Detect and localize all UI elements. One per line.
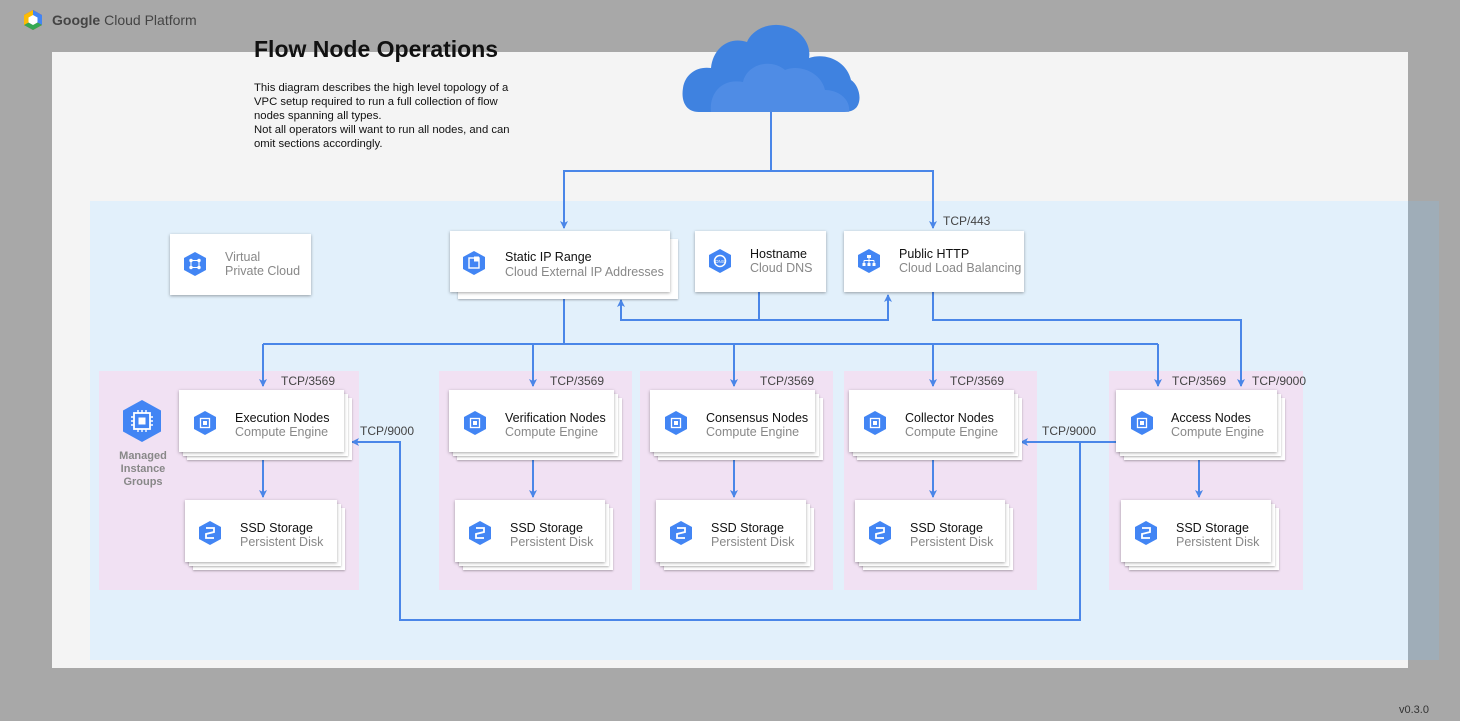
hostname-title: Hostname bbox=[750, 247, 807, 261]
consensus-ssd-subtitle: Persistent Disk bbox=[711, 535, 795, 549]
managed-instance-groups-label-word: Groups bbox=[123, 476, 163, 488]
collector-ssd-card[interactable]: SSD Storage Persistent Disk bbox=[855, 500, 1005, 562]
execution-nodes-card[interactable]: Execution Nodes Compute Engine bbox=[179, 390, 344, 452]
description-line: omit sections accordingly. bbox=[254, 138, 383, 150]
static-ip-card[interactable]: Static IP Range Cloud External IP Addres… bbox=[450, 231, 670, 292]
verification-ssd-subtitle: Persistent Disk bbox=[510, 535, 594, 549]
vpc-card-title: Virtual bbox=[225, 250, 261, 264]
port-label-tcp9000: TCP/9000 bbox=[1252, 374, 1307, 388]
collector-ssd-title: SSD Storage bbox=[910, 521, 983, 535]
collector-ssd-subtitle: Persistent Disk bbox=[910, 535, 994, 549]
description-line: nodes spanning all types. bbox=[254, 110, 382, 122]
persistent-disk-icon bbox=[199, 521, 221, 545]
port-label-tcp3569: TCP/3569 bbox=[760, 374, 815, 388]
compute-engine-icon bbox=[864, 411, 886, 435]
gcp-brand: Google Cloud Platform bbox=[22, 9, 197, 31]
compute-engine-icon bbox=[464, 411, 486, 435]
managed-instance-groups-label-word: Managed bbox=[119, 450, 167, 462]
hostname-card[interactable]: DNS Hostname Cloud DNS bbox=[695, 231, 826, 292]
access-ssd-title: SSD Storage bbox=[1176, 521, 1249, 535]
port-label-tcp9000: TCP/9000 bbox=[1042, 424, 1097, 438]
access-to-execution-line bbox=[351, 438, 1081, 621]
external-ip-icon bbox=[463, 251, 485, 275]
public-http-title: Public HTTP bbox=[899, 247, 970, 261]
consensus-ssd-card[interactable]: SSD Storage Persistent Disk bbox=[656, 500, 806, 562]
description-line: This diagram describes the high level to… bbox=[254, 82, 509, 94]
collector-nodes-subtitle: Compute Engine bbox=[905, 425, 999, 439]
consensus-nodes-card[interactable]: Consensus Nodes Compute Engine bbox=[650, 390, 815, 452]
static-ip-title: Static IP Range bbox=[505, 250, 592, 264]
collector-nodes-card[interactable]: Collector Nodes Compute Engine bbox=[849, 390, 1014, 452]
verification-nodes-title: Verification Nodes bbox=[505, 411, 606, 425]
public-http-subtitle: Cloud Load Balancing bbox=[899, 261, 1022, 275]
port-label-tcp3569: TCP/3569 bbox=[950, 374, 1005, 388]
consensus-nodes-title: Consensus Nodes bbox=[706, 411, 809, 425]
execution-ssd-subtitle: Persistent Disk bbox=[240, 535, 324, 549]
compute-engine-icon bbox=[194, 411, 216, 435]
vpc-icon bbox=[184, 252, 206, 276]
managed-instance-groups-label-word: Instance bbox=[120, 463, 166, 475]
description-line: VPC setup required to run a full collect… bbox=[254, 96, 498, 108]
execution-ssd-card[interactable]: SSD Storage Persistent Disk bbox=[185, 500, 337, 562]
version-label: v0.3.0 bbox=[1399, 704, 1429, 716]
persistent-disk-icon bbox=[1135, 521, 1157, 545]
consensus-ssd-title: SSD Storage bbox=[711, 521, 784, 535]
persistent-disk-icon bbox=[670, 521, 692, 545]
access-ssd-subtitle: Persistent Disk bbox=[1176, 535, 1260, 549]
http-to-access-line bbox=[932, 292, 1245, 387]
execution-ssd-title: SSD Storage bbox=[240, 521, 313, 535]
execution-nodes-subtitle: Compute Engine bbox=[235, 425, 329, 439]
load-balancing-icon bbox=[858, 249, 880, 273]
gcp-logo-icon bbox=[24, 10, 42, 30]
svg-text:DNS: DNS bbox=[715, 259, 725, 264]
port-label-tcp3569: TCP/3569 bbox=[281, 374, 336, 388]
vpc-card-subtitle: Private Cloud bbox=[225, 264, 301, 278]
consensus-nodes-subtitle: Compute Engine bbox=[706, 425, 800, 439]
verification-ssd-title: SSD Storage bbox=[510, 521, 583, 535]
port-label-tcp3569: TCP/3569 bbox=[1172, 374, 1227, 388]
internet-cloud-icon bbox=[682, 24, 860, 112]
description-line: Not all operators will want to run all n… bbox=[254, 124, 510, 136]
persistent-disk-icon bbox=[469, 521, 491, 545]
compute-engine-icon bbox=[1131, 411, 1153, 435]
port-label-tcp9000: TCP/9000 bbox=[360, 424, 415, 438]
cloud-to-static-ip-line bbox=[560, 170, 771, 229]
port-label-tcp3569: TCP/3569 bbox=[550, 374, 605, 388]
hostname-subtitle: Cloud DNS bbox=[750, 261, 813, 275]
verification-nodes-card[interactable]: Verification Nodes Compute Engine bbox=[449, 390, 614, 452]
cloud-to-public-http-line bbox=[771, 170, 937, 229]
diagram-description: This diagram describes the high level to… bbox=[254, 81, 544, 151]
brand-name: Google Cloud Platform bbox=[52, 12, 197, 28]
persistent-disk-icon bbox=[869, 521, 891, 545]
vpc-region-edge bbox=[1408, 201, 1439, 660]
access-nodes-card[interactable]: Access Nodes Compute Engine bbox=[1116, 390, 1277, 452]
cloud-dns-icon: DNS bbox=[709, 249, 731, 273]
verification-ssd-card[interactable]: SSD Storage Persistent Disk bbox=[455, 500, 605, 562]
access-ssd-card[interactable]: SSD Storage Persistent Disk bbox=[1121, 500, 1271, 562]
dns-to-static-ip-line bbox=[617, 292, 760, 321]
compute-engine-icon bbox=[665, 411, 687, 435]
managed-instance-groups-icon bbox=[123, 400, 161, 442]
verification-nodes-subtitle: Compute Engine bbox=[505, 425, 599, 439]
execution-nodes-title: Execution Nodes bbox=[235, 411, 330, 425]
dns-to-public-http-line bbox=[759, 294, 892, 321]
static-ip-subtitle: Cloud External IP Addresses bbox=[505, 265, 664, 279]
diagram-title: Flow Node Operations bbox=[254, 36, 499, 62]
access-nodes-subtitle: Compute Engine bbox=[1171, 425, 1265, 439]
collector-nodes-title: Collector Nodes bbox=[905, 411, 994, 425]
vpc-card[interactable]: Virtual Private Cloud bbox=[170, 234, 311, 295]
access-nodes-title: Access Nodes bbox=[1171, 411, 1251, 425]
port-label-tcp443: TCP/443 bbox=[943, 214, 991, 228]
public-http-card[interactable]: Public HTTP Cloud Load Balancing bbox=[844, 231, 1024, 292]
